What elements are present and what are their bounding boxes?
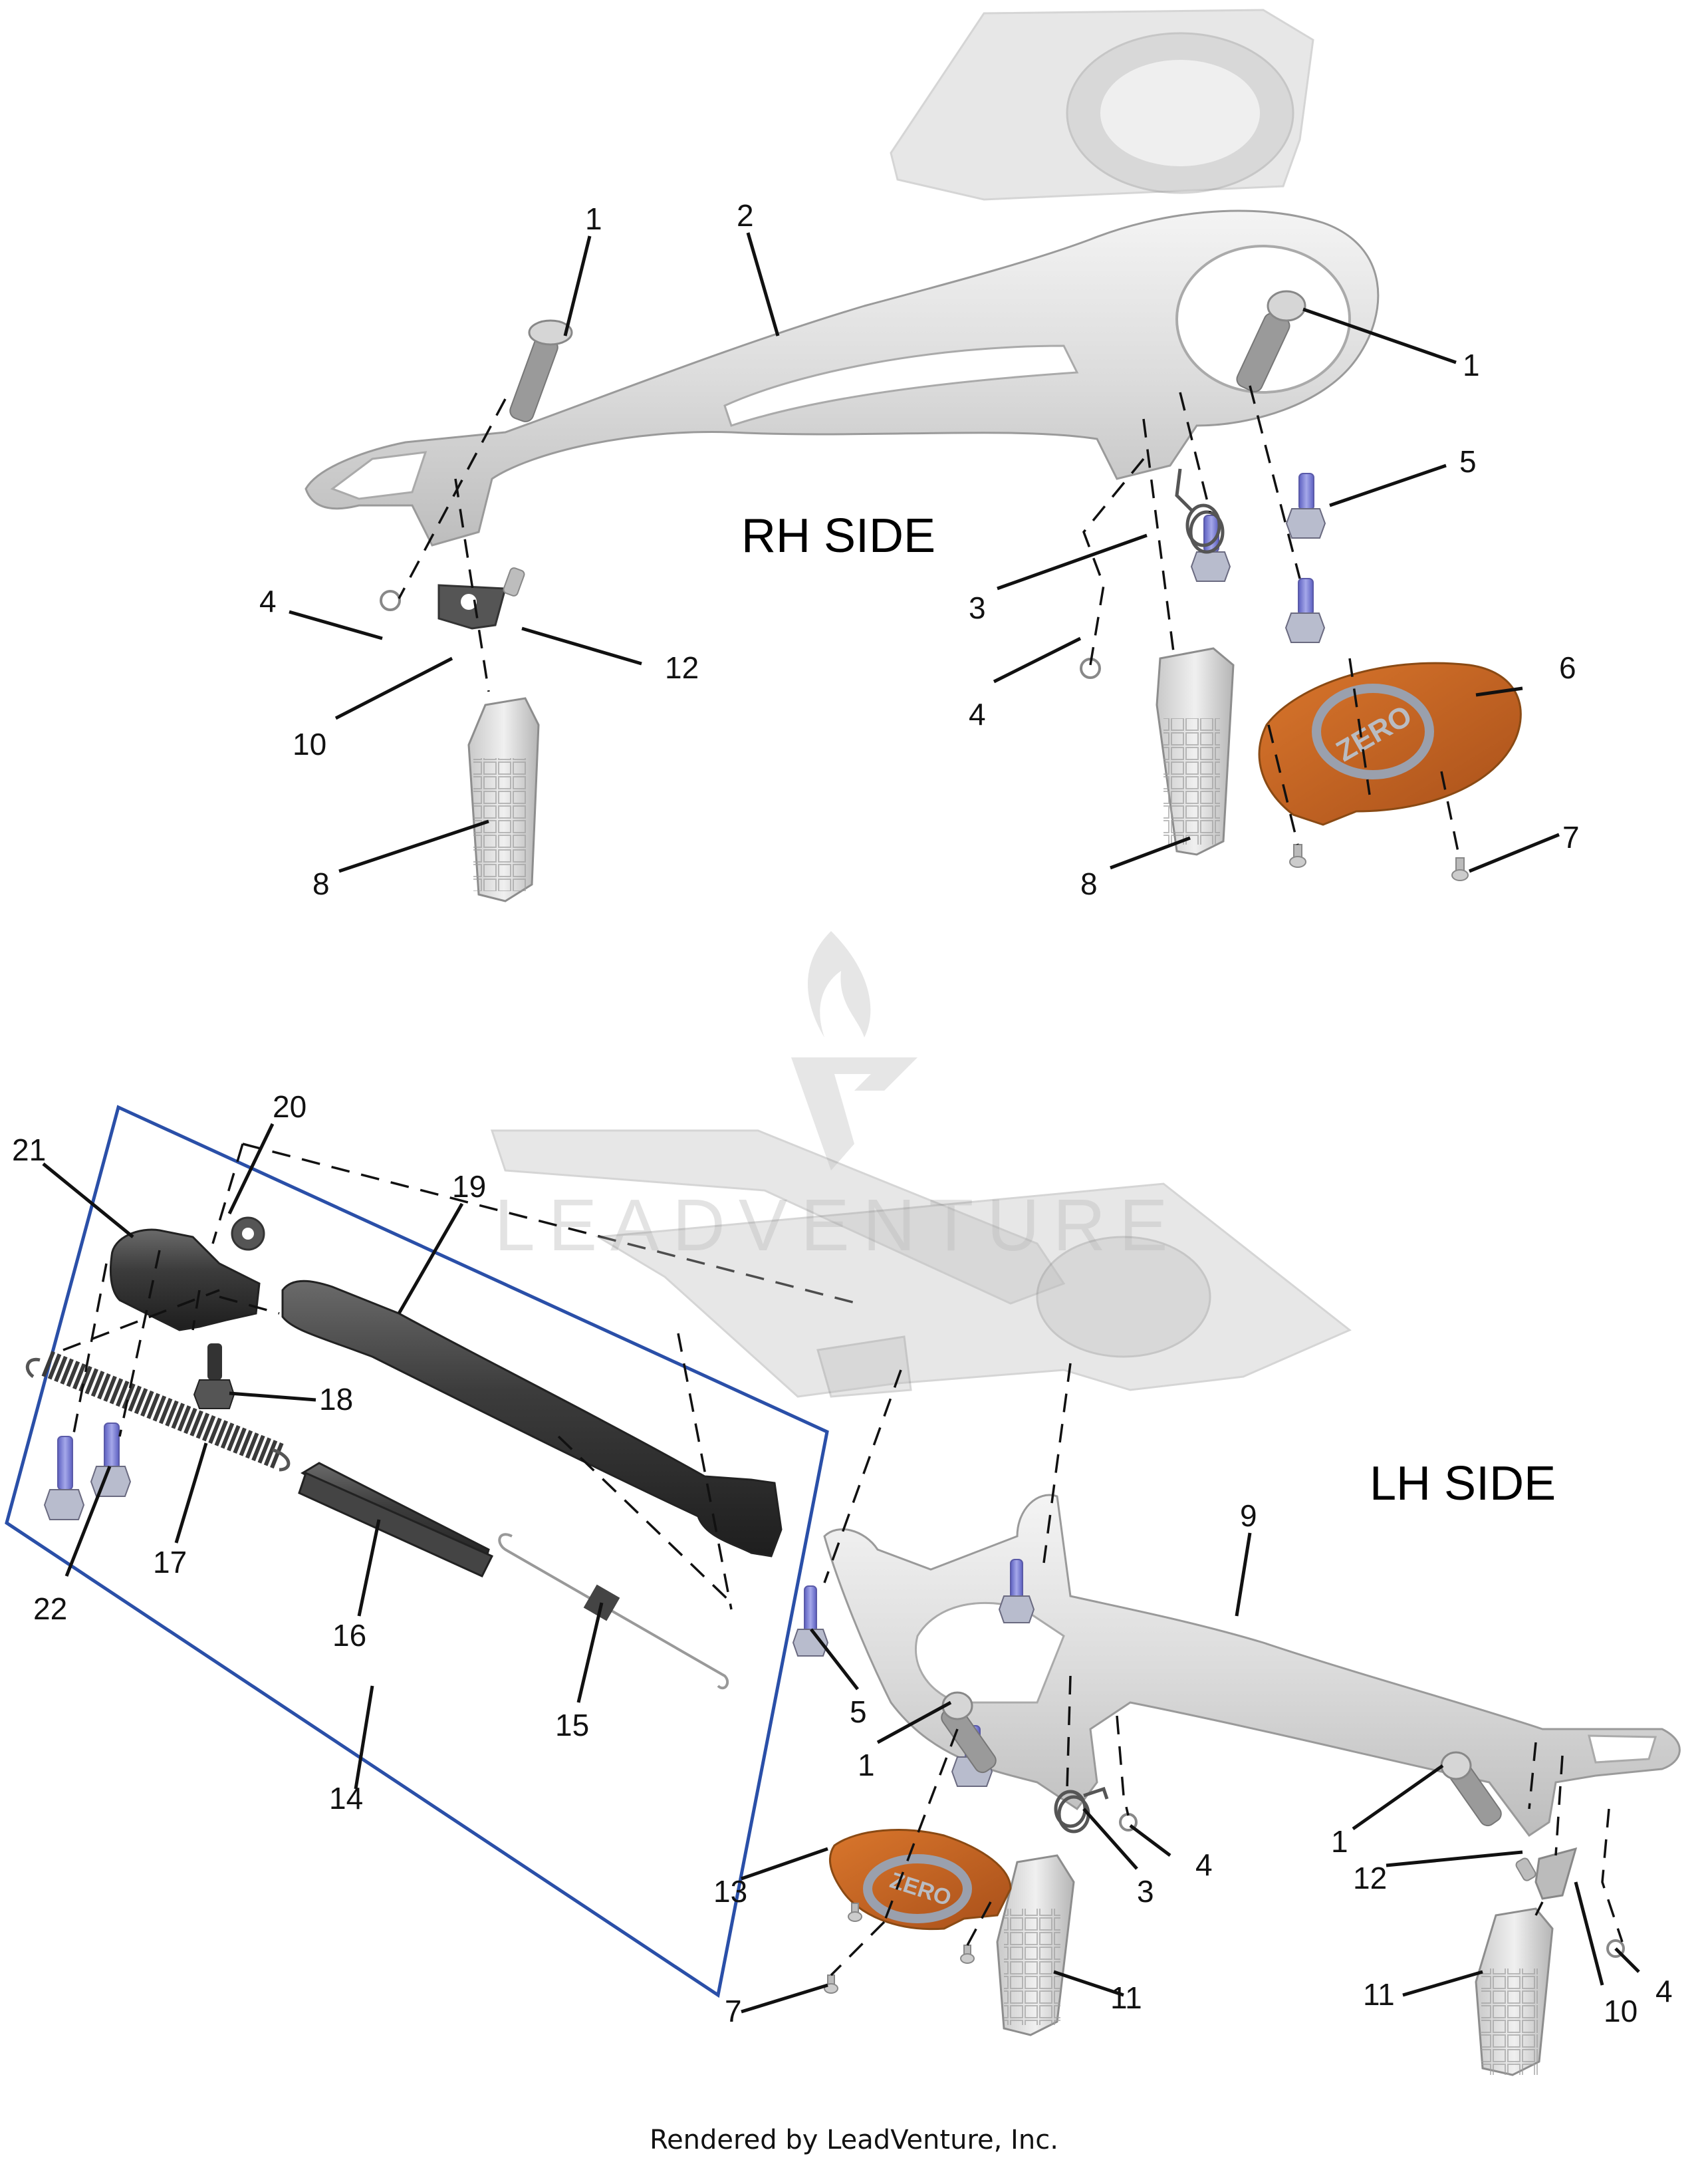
rh-stopper-pin[interactable]	[503, 567, 525, 597]
callout-rh-4-right[interactable]: 4	[969, 697, 986, 732]
rh-heel-guard-hole	[330, 451, 427, 500]
lh-heel-guard-hole	[1588, 1734, 1657, 1764]
callout-kit-18[interactable]: 18	[319, 1382, 353, 1417]
callout-lh-4-left[interactable]: 4	[1195, 1847, 1213, 1882]
callout-kit-19[interactable]: 19	[452, 1169, 486, 1204]
callout-kit-14[interactable]: 14	[329, 1781, 363, 1816]
callout-rh-8-right[interactable]: 8	[1080, 867, 1098, 901]
lh-cover-screw-2[interactable]	[960, 1945, 975, 1964]
rh-footpeg-right[interactable]	[1156, 647, 1235, 856]
callout-lh-1-right[interactable]: 1	[1331, 1824, 1348, 1859]
lh-bracket-ring-hole	[915, 1601, 1065, 1704]
callout-rh-10[interactable]: 10	[293, 727, 326, 761]
callout-lh-3[interactable]: 3	[1137, 1874, 1154, 1909]
kickstand-nut[interactable]	[231, 1216, 265, 1251]
rh-cover-screw-2[interactable]	[1451, 857, 1469, 881]
callout-kit-21[interactable]: 21	[12, 1133, 46, 1167]
lh-cover-screw-1[interactable]	[848, 1903, 862, 1922]
lh-clip-right[interactable]	[1606, 1939, 1625, 1958]
callout-rh-1-right[interactable]: 1	[1463, 348, 1480, 382]
callout-kit-17[interactable]: 17	[153, 1545, 187, 1579]
lh-ghost-frame	[490, 1129, 1352, 1398]
kickstand-spring-sleeve[interactable]	[298, 1462, 494, 1577]
lh-footpeg-left[interactable]	[996, 1854, 1075, 2036]
lh-leader-lines	[741, 1532, 1640, 2014]
lh-flange-bolt-2[interactable]	[998, 1559, 1035, 1623]
kickstand-bracket-bolt-1[interactable]	[43, 1436, 85, 1520]
callout-lh-7[interactable]: 7	[725, 1994, 742, 2028]
rh-pivot-pin-right[interactable]	[1235, 290, 1306, 394]
lh-sprocket-cover[interactable]: ZERO	[828, 1829, 1012, 1931]
kickstand-pivot-bolt[interactable]	[193, 1343, 235, 1409]
callout-rh-3[interactable]: 3	[969, 591, 986, 625]
callout-kit-22[interactable]: 22	[33, 1591, 67, 1626]
rh-cover-screw-1[interactable]	[1289, 844, 1306, 868]
callout-rh-2[interactable]: 2	[737, 198, 754, 233]
callout-lh-4-right[interactable]: 4	[1655, 1974, 1673, 2008]
lh-side-title: LH SIDE	[1370, 1457, 1556, 1510]
lh-stopper-pin[interactable]	[1515, 1857, 1536, 1882]
kit-assembly-lines	[62, 1143, 858, 1610]
callout-rh-5[interactable]: 5	[1459, 444, 1477, 479]
callout-kit-20[interactable]: 20	[273, 1089, 306, 1124]
flame-v-logo-icon	[791, 931, 917, 1170]
kickstand-main-spring[interactable]	[25, 1351, 291, 1472]
callout-kit-15[interactable]: 15	[555, 1708, 589, 1742]
callout-rh-4-left[interactable]: 4	[259, 584, 277, 618]
lh-stopper-plate[interactable]	[1534, 1847, 1578, 1900]
rh-pivot-pin-left[interactable]	[508, 319, 573, 424]
lh-footpeg-bracket[interactable]	[823, 1494, 1681, 1837]
render-credit: Rendered by LeadVenture, Inc.	[650, 2125, 1058, 2155]
lh-footpeg-right[interactable]	[1475, 1907, 1554, 2076]
rh-bracket-slot	[723, 344, 1079, 427]
callout-lh-11-left[interactable]: 11	[1110, 1980, 1142, 2015]
watermark-text: LEADVENTURE	[495, 1184, 1181, 1266]
lh-pivot-pin-right[interactable]	[1440, 1751, 1504, 1829]
callout-rh-7[interactable]: 7	[1562, 820, 1580, 855]
callout-lh-10[interactable]: 10	[1604, 1994, 1638, 2028]
rh-flange-bolt-3[interactable]	[1284, 578, 1326, 643]
rh-leader-lines	[289, 232, 1560, 873]
rh-assembly-lines	[398, 385, 1461, 859]
lh-flange-bolt-1[interactable]	[792, 1585, 829, 1657]
kickstand-return-spring[interactable]	[498, 1533, 729, 1690]
rh-ghost-frame-plate	[890, 9, 1314, 201]
kickstand-kit: 21 20 19 18 17 22 16 15 14	[5, 1089, 858, 1998]
kit-outline	[5, 1105, 829, 1998]
rh-side-assembly: ZERO	[259, 9, 1580, 902]
lh-assembly-lines	[823, 1363, 1624, 1976]
rh-bracket-ring-hole	[1175, 245, 1351, 394]
rh-sprocket-cover[interactable]: ZERO	[1258, 662, 1522, 826]
rh-torsion-spring[interactable]	[1175, 468, 1225, 554]
kickstand-leg[interactable]	[281, 1280, 783, 1558]
callout-rh-12[interactable]: 12	[665, 650, 699, 685]
callout-lh-12[interactable]: 12	[1353, 1861, 1387, 1895]
rh-clip-left[interactable]	[380, 590, 401, 611]
kickstand-bracket[interactable]	[109, 1228, 261, 1331]
callout-lh-9[interactable]: 9	[1240, 1498, 1257, 1533]
callout-lh-13[interactable]: 13	[713, 1874, 747, 1909]
kit-leader-lines	[42, 1123, 604, 1790]
kickstand-bracket-bolt-2[interactable]	[90, 1423, 132, 1497]
callout-kit-16[interactable]: 16	[332, 1618, 366, 1653]
watermark: LEADVENTURE	[495, 931, 1181, 1266]
callout-rh-1-left[interactable]: 1	[585, 202, 602, 236]
lh-pivot-pin-left[interactable]	[939, 1691, 999, 1776]
callout-lh-11-right[interactable]: 11	[1363, 1977, 1395, 2012]
lh-side-assembly: ZERO	[490, 1129, 1681, 2076]
callout-lh-1-left[interactable]: 1	[858, 1748, 875, 1782]
callout-lh-5[interactable]: 5	[850, 1695, 867, 1729]
callout-rh-8-left[interactable]: 8	[312, 867, 330, 901]
callout-rh-6[interactable]: 6	[1559, 650, 1576, 685]
rh-flange-bolt-2[interactable]	[1285, 473, 1326, 539]
rh-footpeg-left[interactable]	[467, 697, 540, 902]
rh-side-title: RH SIDE	[741, 509, 935, 563]
